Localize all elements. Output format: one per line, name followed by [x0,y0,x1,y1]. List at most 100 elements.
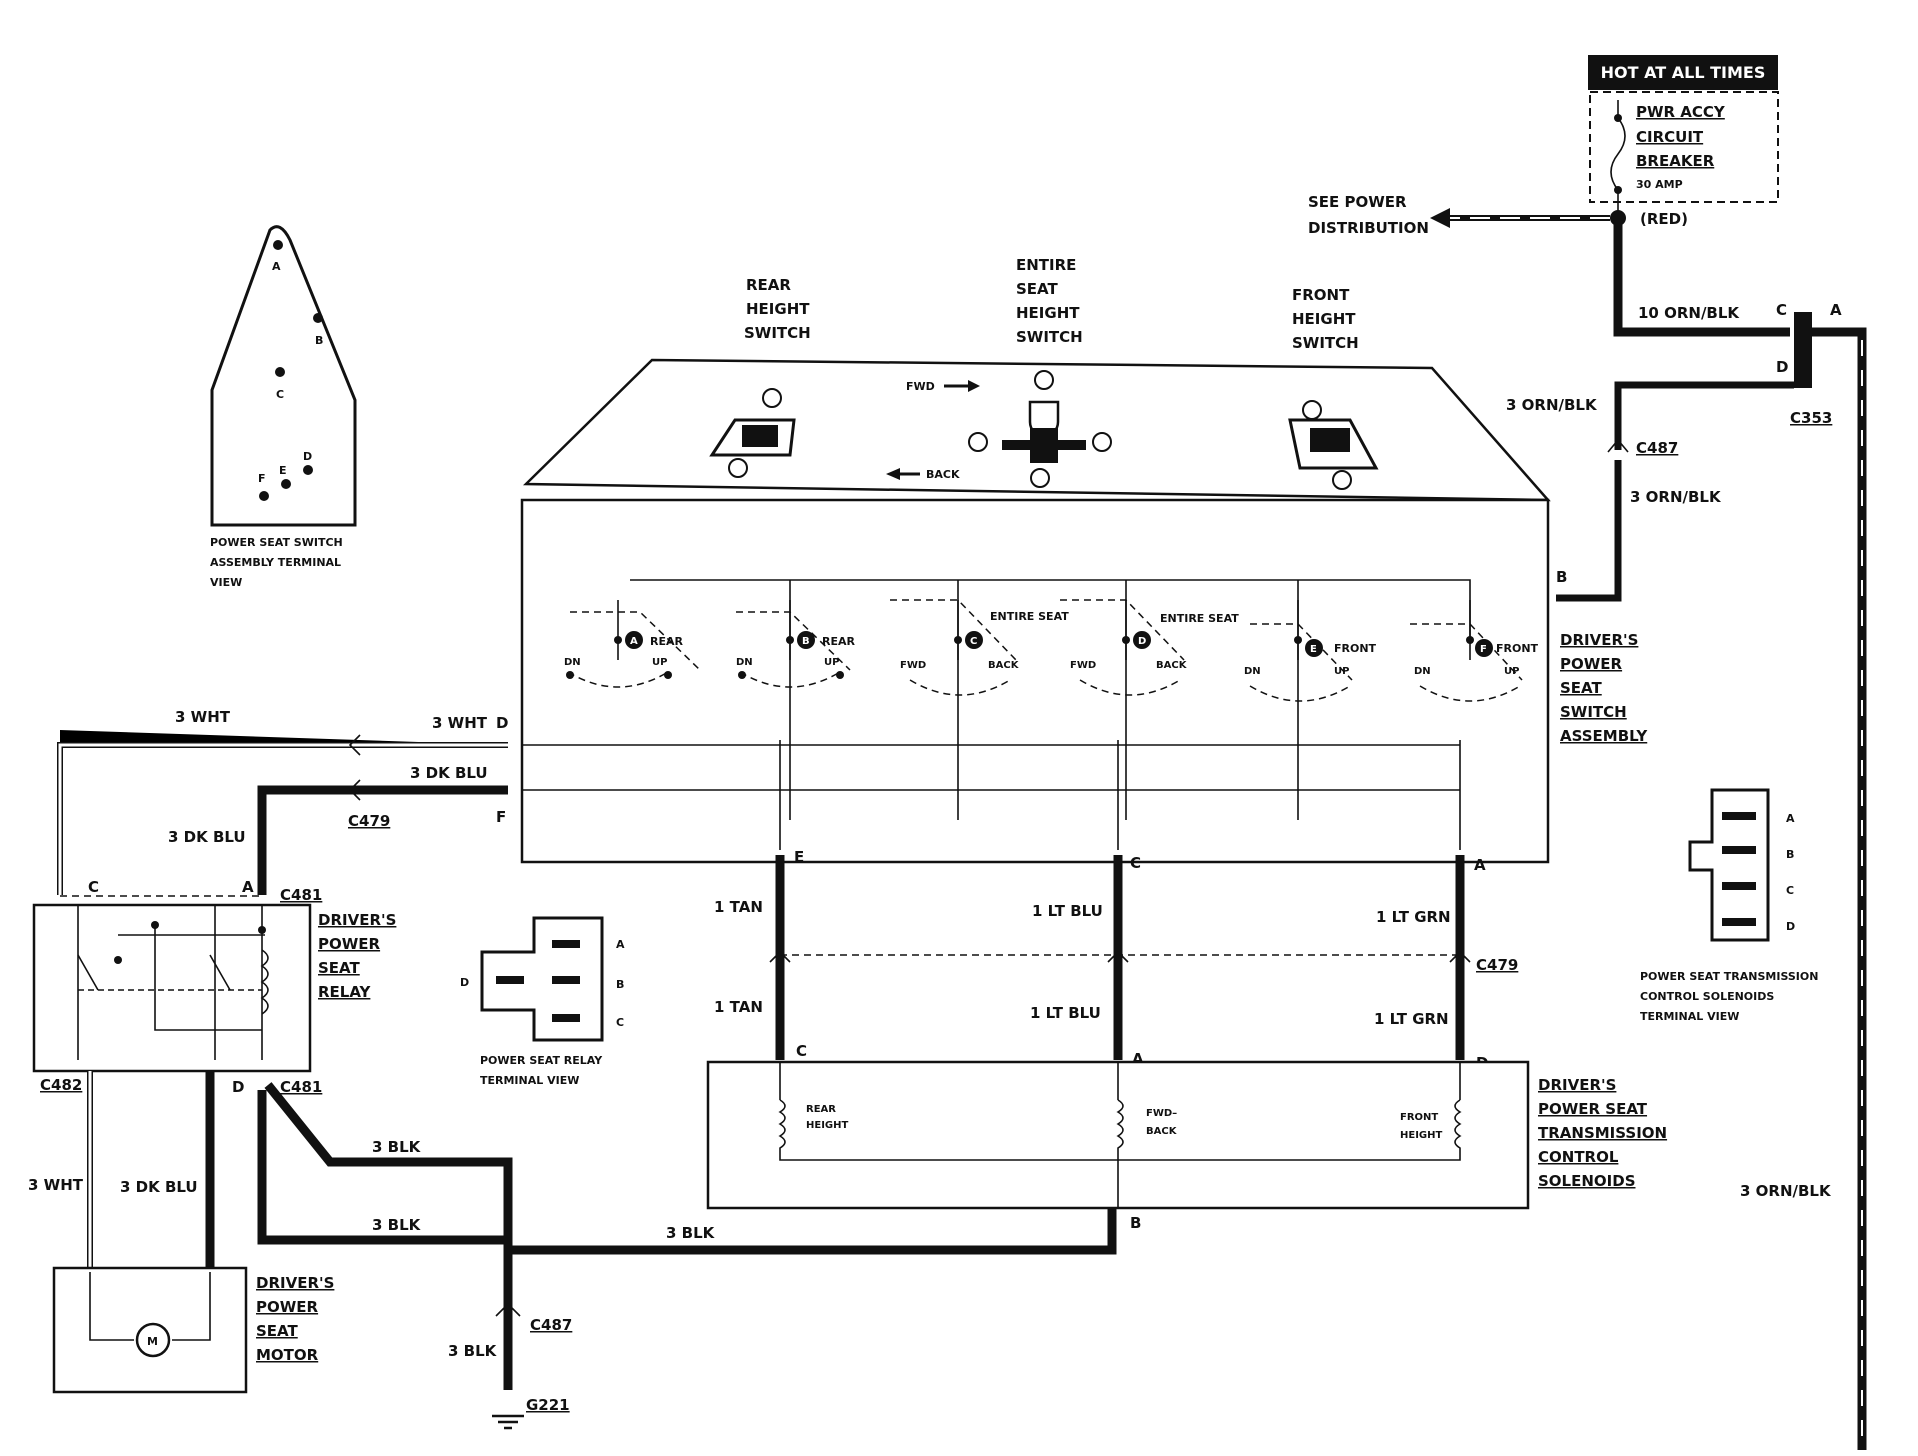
front-switch-title-3: SWITCH [1292,334,1359,352]
contact-group-f: F FRONT DN UP [1410,600,1539,702]
wire-label-ltgrn-1: 1 LT GRN [1376,908,1451,926]
motor-icon [135,1322,171,1358]
switch-pin-e: E [794,848,804,866]
entire-switch-title-3: HEIGHT [1016,304,1080,322]
contact-c-letter: C [970,636,977,647]
switch-tv-pin-a: A [272,260,281,273]
wire-label-3-orn-2: 3 ORN/BLK [1630,488,1722,506]
switch-assembly-label-2: POWER [1560,655,1623,673]
contact-group-e: E FRONT DN UP [1244,600,1377,702]
relay-tv-caption-2: TERMINAL VIEW [480,1074,579,1087]
breaker-label-1: PWR ACCY [1636,103,1726,121]
contact-a-letter: A [630,636,638,647]
wire-label-3-orn-1: 3 ORN/BLK [1506,396,1598,414]
switch-tv-caption-1: POWER SEAT SWITCH [210,536,343,549]
relay-pin-a: A [242,878,254,896]
see-power-text-1: SEE POWER [1308,193,1407,211]
ground-icon [492,1414,524,1430]
switch-pin-d: D [496,714,508,732]
switch-assembly-box [520,498,1550,864]
c479-left-label: C479 [348,812,390,830]
c353-pin-c: C [1776,301,1787,319]
c482-label: C482 [40,1076,82,1094]
switch-pin-a: A [1474,856,1486,874]
c487-top-label: C487 [1636,439,1678,457]
switch-pin-b: B [1556,568,1567,586]
contact-a-left: DN [564,657,581,668]
switch-assembly-label-3: SEAT [1560,679,1602,697]
relay-tv-caption-1: POWER SEAT RELAY [480,1054,603,1067]
motor-label-1: DRIVER'S [256,1274,334,1292]
circuit-breaker: HOT AT ALL TIMES PWR ACCY CIRCUIT BREAKE… [1588,55,1779,228]
relay-tv-pin-b: B [616,978,624,991]
front-rocker-switch [1288,400,1379,490]
c353-label: C353 [1790,409,1832,427]
c481-top-label: C481 [280,886,322,904]
wire-label-dkblu-2: 3 DK BLU [168,828,246,846]
contact-group-c: C ENTIRE SEAT FWD BACK [890,599,1069,696]
rear-rocker-switch [709,388,796,478]
solenoid-pin-b: B [1130,1214,1141,1232]
relay-tv-pin-a: A [616,938,625,951]
switch-terminal-view: A B C D E F POWER SEAT SWITCH ASSEMBLY T… [210,225,357,589]
hot-at-all-times-text: HOT AT ALL TIMES [1601,63,1766,82]
motor-label-3: SEAT [256,1322,298,1340]
wire-label-blk-2: 3 BLK [372,1216,422,1234]
switch-assembly-label-5: ASSEMBLY [1560,727,1648,745]
contact-e-letter: E [1310,644,1317,655]
relay-pin-d: D [232,1078,244,1096]
see-power-text-2: DISTRIBUTION [1308,219,1429,237]
solenoid-label-3: TRANSMISSION [1538,1124,1667,1142]
sol-tv-pin-b: B [1786,848,1794,861]
solenoid-label-2: POWER SEAT [1538,1100,1648,1118]
c487-bottom-label: C487 [530,1316,572,1334]
entire-switch-title-4: SWITCH [1016,328,1083,346]
red-wire-label: (RED) [1640,210,1688,228]
switch-tv-pin-e: E [279,464,287,477]
relay-label-2: POWER [318,935,381,953]
front-switch-title-2: HEIGHT [1292,310,1356,328]
entire-seat-switch: FWD BACK [886,370,1112,488]
switch-tv-caption-2: ASSEMBLY TERMINAL [210,556,341,569]
rear-switch-title: REAR [746,276,791,294]
front-switch-title: FRONT [1292,286,1350,304]
wire-label-tan-1: 1 TAN [714,898,763,916]
contact-a-name: REAR [650,635,683,648]
contact-d-right: BACK [1156,660,1188,671]
relay-tv-pin-d: D [460,976,469,989]
wire-label-10-orn: 10 ORN/BLK [1638,304,1740,322]
entire-switch-title: ENTIRE [1016,256,1076,274]
c353-connector [1794,312,1812,388]
contact-group-d: D ENTIRE SEAT FWD BACK [1060,599,1239,696]
back-text: BACK [926,468,960,481]
relay-tv-pin-c: C [616,1016,624,1029]
relay-label-3: SEAT [318,959,360,977]
motor-label-2: POWER [256,1298,319,1316]
contact-d-left: FWD [1070,660,1096,671]
contact-e-name: FRONT [1334,642,1377,655]
contact-f-left: DN [1414,666,1431,677]
contact-d-letter: D [1138,636,1146,647]
solenoid-terminal-view: A B C D POWER SEAT TRANSMISSION CONTROL … [1640,788,1818,1023]
contact-c-right: BACK [988,660,1020,671]
sol-tv-caption-3: TERMINAL VIEW [1640,1010,1739,1023]
fwd-text: FWD [906,380,935,393]
c481-bottom-label: C481 [280,1078,322,1096]
power-seat-relay-box [32,903,312,1073]
switch-assembly-label-1: DRIVER'S [1560,631,1638,649]
contact-c-name: ENTIRE SEAT [990,610,1069,623]
breaker-label-2: CIRCUIT [1636,128,1704,146]
wire-label-blk-1: 3 BLK [372,1138,422,1156]
motor-symbol: M [147,1335,158,1348]
switch-tv-pin-d: D [303,450,312,463]
contact-e-left: DN [1244,666,1261,677]
hot-at-all-times-header [1588,55,1778,90]
fwd-back-coil-label-1: FWD– [1146,1108,1177,1119]
c353-pin-d: D [1776,358,1788,376]
contact-f-right: UP [1504,666,1519,677]
g221-label: G221 [526,1396,570,1414]
switch-assembly-label-4: SWITCH [1560,703,1627,721]
contact-d-name: ENTIRE SEAT [1160,612,1239,625]
arrow-icon [1430,208,1450,228]
